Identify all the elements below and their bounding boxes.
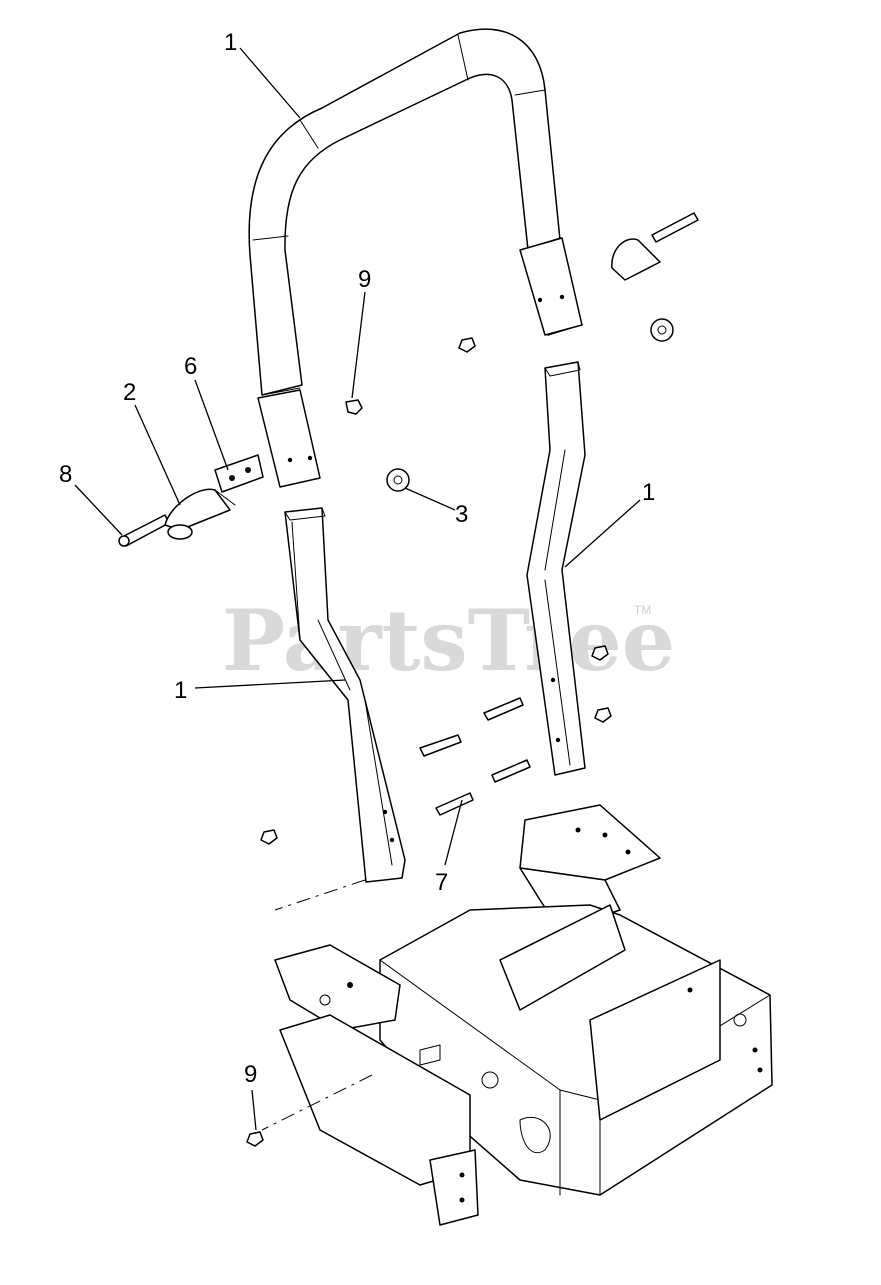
leader-line [444, 799, 463, 866]
bolt-part-7 [435, 792, 474, 816]
leader-line [351, 291, 366, 399]
bolt-hole-icon [555, 737, 561, 743]
rops-left-leg [284, 507, 406, 883]
bolt-hole-icon [550, 677, 556, 683]
nut-part-9-lower [246, 1131, 264, 1147]
bolt [491, 759, 531, 783]
nut [591, 645, 609, 661]
watermark-trademark: TM [634, 603, 651, 617]
mower-frame [274, 804, 773, 1226]
bolt-hole-icon [537, 297, 543, 303]
callout-6: 6 [184, 353, 197, 380]
rops-right-leg [526, 361, 586, 776]
lynch-pin-part-2 [164, 488, 236, 540]
alignment-line [261, 1074, 373, 1131]
bolt-hole-icon [307, 455, 313, 461]
callout-2: 2 [123, 379, 136, 406]
leader-line [404, 487, 456, 511]
callout-9-upper: 9 [358, 266, 371, 293]
leader-line [134, 404, 181, 506]
leader-line [194, 679, 346, 689]
nut-part-9-upper [345, 399, 363, 415]
clevis-pin [651, 212, 699, 243]
leader-line [239, 47, 301, 119]
nut [594, 707, 612, 723]
bolt-hole-icon [559, 294, 565, 300]
leader-line [74, 484, 123, 536]
callout-3: 3 [455, 501, 468, 528]
lynch-pin [611, 238, 661, 281]
bolt-hole-icon [382, 809, 388, 815]
nut [458, 337, 476, 353]
bracket-part-6 [214, 454, 264, 493]
callout-1-hoop: 1 [224, 29, 237, 56]
clevis-pin-part-8 [118, 514, 170, 547]
rops-upper-hoop [248, 28, 583, 488]
bolt [483, 697, 524, 721]
bolt [419, 734, 462, 757]
watermark-text: PartsTree [222, 591, 675, 690]
callout-9-lower: 9 [244, 1061, 257, 1088]
bolt-hole-icon [287, 457, 293, 463]
knob [650, 318, 674, 342]
callout-8: 8 [59, 461, 72, 488]
leader-line [194, 379, 229, 471]
leader-line [251, 1089, 257, 1131]
leader-line [564, 499, 641, 568]
bolt-hole-icon [389, 837, 395, 843]
callout-1-right-leg: 1 [642, 479, 655, 506]
callout-1-left-leg: 1 [174, 677, 187, 704]
alignment-line [274, 879, 366, 911]
callout-7: 7 [435, 869, 448, 896]
knob-part-3 [386, 468, 410, 492]
nut [260, 829, 278, 845]
